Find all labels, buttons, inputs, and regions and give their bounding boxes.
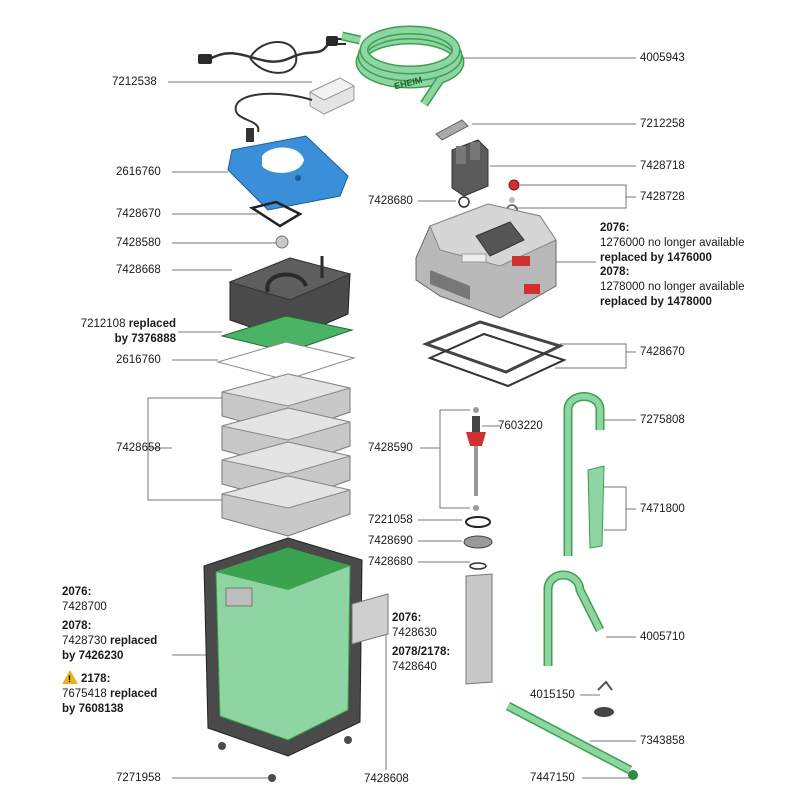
label-filter-pad-white: 2616760 bbox=[116, 354, 161, 366]
intake-parts bbox=[587, 465, 605, 549]
label-canister: 2076: 7428700 2078: 7428730 replaced by … bbox=[62, 585, 157, 717]
note-2078-replaced: replaced by 1478000 bbox=[600, 296, 712, 308]
note-2078-head: 2078: bbox=[600, 266, 630, 278]
canister bbox=[203, 537, 363, 782]
green-pad-by: by 7376888 bbox=[114, 333, 176, 345]
note-2078-line: 1278000 no longer available bbox=[600, 281, 745, 293]
label-hose: 4005943 bbox=[640, 52, 685, 64]
label-shutoff-valve: 7212258 bbox=[640, 118, 685, 130]
pump-head-seal bbox=[421, 320, 567, 388]
label-valve-o-ring: 7428680 bbox=[368, 195, 413, 207]
canister-2078-note: replaced bbox=[109, 635, 158, 647]
canister-2178-code: 7675418 bbox=[62, 688, 107, 700]
side-clip bbox=[351, 593, 389, 645]
label-vent: 7428580 bbox=[116, 237, 161, 249]
label-handle-clip: 7428608 bbox=[364, 773, 409, 785]
label-impeller-cover: 7428690 bbox=[368, 535, 413, 547]
canister-2076-code: 7428700 bbox=[62, 601, 107, 613]
label-spray-bar: 7343858 bbox=[640, 735, 685, 747]
label-impeller-set: 7428590 bbox=[368, 442, 413, 454]
canister-2076-head: 2076: bbox=[62, 586, 92, 598]
power-cord bbox=[198, 36, 346, 74]
clip-2078-code: 7428640 bbox=[392, 661, 437, 673]
label-filter-pad-green: 7212108 replaced by 7376888 bbox=[72, 317, 176, 347]
label-seal-ring: 7428680 bbox=[368, 556, 413, 568]
blue-cover bbox=[227, 135, 349, 211]
white-pad bbox=[216, 341, 356, 381]
green-pad bbox=[220, 315, 354, 353]
label-intake-parts: 7471800 bbox=[640, 503, 685, 515]
impeller-parts bbox=[463, 407, 493, 685]
baskets bbox=[221, 373, 351, 537]
outlet-bend bbox=[543, 570, 605, 666]
label-suction-cups: 4015150 bbox=[530, 689, 575, 701]
power-supply bbox=[234, 77, 356, 142]
canister-2078-head: 2078: bbox=[62, 620, 92, 632]
note-2076-replaced: replaced by 1476000 bbox=[600, 252, 712, 264]
warning-icon bbox=[62, 670, 78, 687]
spray-bar bbox=[505, 702, 638, 780]
label-side-clip: 2076: 7428630 2078/2178: 7428640 bbox=[392, 611, 450, 675]
label-media-lid: 7428668 bbox=[116, 264, 161, 276]
clip-2076-code: 7428630 bbox=[392, 627, 437, 639]
label-o-ring: 7221058 bbox=[368, 514, 413, 526]
green-pad-note: replaced bbox=[128, 318, 176, 330]
canister-2078-by: by 7426230 bbox=[62, 650, 124, 662]
label-impeller: 7603220 bbox=[498, 420, 543, 432]
spray-bar-bend bbox=[563, 392, 605, 556]
canister-2178-note: replaced bbox=[109, 688, 158, 700]
note-2076-line: 1276000 no longer available bbox=[600, 237, 745, 249]
hose-coil bbox=[341, 25, 465, 107]
label-end-cap: 7447150 bbox=[530, 772, 575, 784]
canister-2178-by: by 7608138 bbox=[62, 703, 124, 715]
label-outlet-bend: 4005710 bbox=[640, 631, 685, 643]
note-2076-head: 2076: bbox=[600, 222, 630, 234]
clip-2078-head: 2078/2178: bbox=[392, 646, 451, 658]
label-adapter: 7428718 bbox=[640, 160, 685, 172]
pump-head bbox=[415, 203, 557, 319]
pump-head-notes: 2076: 1276000 no longer available replac… bbox=[600, 221, 745, 310]
media-lid bbox=[228, 256, 352, 341]
vent bbox=[275, 235, 289, 249]
label-baskets: 7428658 bbox=[116, 442, 161, 454]
label-pump-head-seal: 7428670 bbox=[640, 346, 685, 358]
suction-cups bbox=[594, 680, 614, 717]
lid-seal bbox=[248, 200, 303, 228]
clip-2076-head: 2076: bbox=[392, 612, 422, 624]
green-pad-code: 7212108 bbox=[80, 318, 126, 330]
canister-2078-code: 7428730 bbox=[62, 635, 107, 647]
label-valve-seal: 7428728 bbox=[640, 191, 685, 203]
label-blue-cover: 2616760 bbox=[116, 166, 161, 178]
label-power-supply: 7212538 bbox=[112, 76, 157, 88]
label-foot: 7271958 bbox=[116, 772, 161, 784]
canister-2178-head: 2178: bbox=[81, 673, 111, 685]
label-spray-bar-bend: 7275808 bbox=[640, 414, 685, 426]
label-lid-seal: 7428670 bbox=[116, 208, 161, 220]
shutoff-valve bbox=[435, 119, 520, 216]
